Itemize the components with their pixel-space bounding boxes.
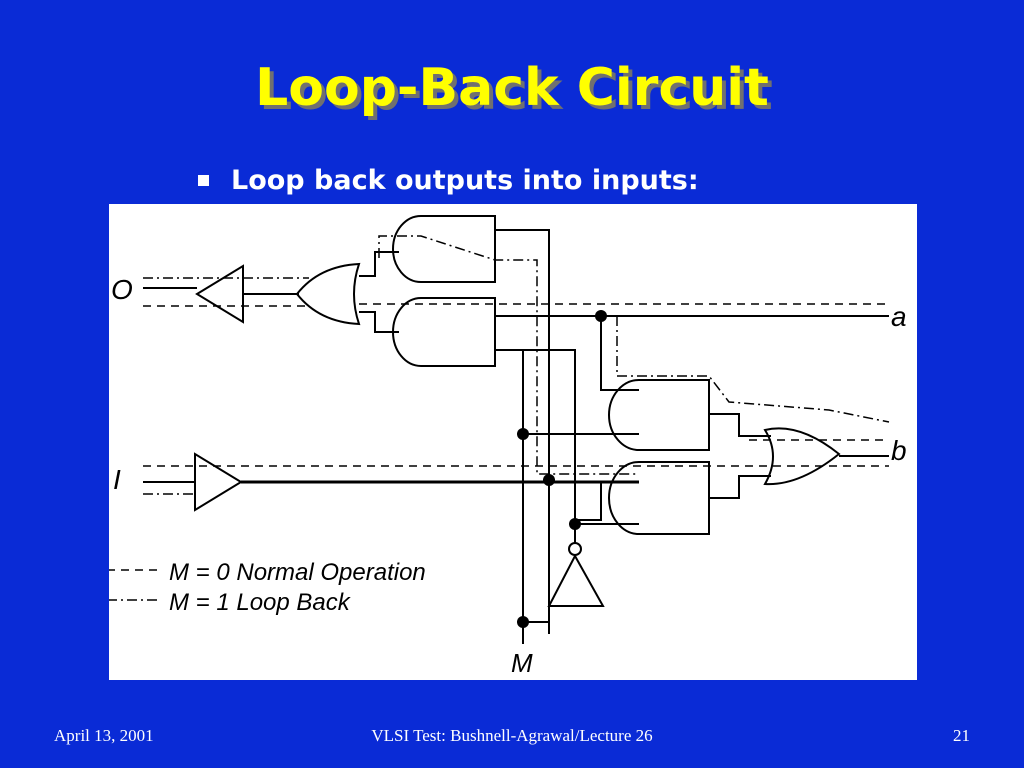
footer-date: April 13, 2001 [54, 726, 154, 745]
loop-back-circuit-diagram: O I a b M M = 0 Normal Operation M = 1 L… [109, 204, 917, 680]
legend-normal-label: M = 0 Normal Operation [169, 559, 426, 586]
footer-course: VLSI Test: Bushnell-Agrawal/Lecture 26 [371, 726, 653, 745]
pin-a-label: a [891, 301, 907, 332]
pin-o-label: O [111, 274, 133, 305]
and-gate-top-a-icon [392, 215, 496, 283]
output-buffer-icon [195, 264, 244, 324]
inverter-icon [547, 553, 605, 607]
and-gate-top-b-icon [392, 297, 496, 367]
bullet-text: Loop back outputs into inputs: [231, 164, 699, 196]
footer-page-number: 21 [953, 726, 970, 745]
legend-loopback-label: M = 1 Loop Back [169, 589, 352, 616]
input-buffer-icon [194, 452, 243, 512]
pin-m-label: M [511, 648, 533, 678]
or-gate-b-icon [763, 427, 841, 486]
bullet-item: Loop back outputs into inputs: [198, 162, 699, 198]
or-gate-top-icon [295, 262, 361, 326]
pin-b-label: b [891, 435, 907, 466]
square-bullet-icon [198, 174, 209, 186]
and-gate-mid-a-icon [608, 379, 710, 451]
pin-i-label: I [113, 464, 121, 495]
slide-title: Loop-Back Circuit [255, 58, 769, 118]
